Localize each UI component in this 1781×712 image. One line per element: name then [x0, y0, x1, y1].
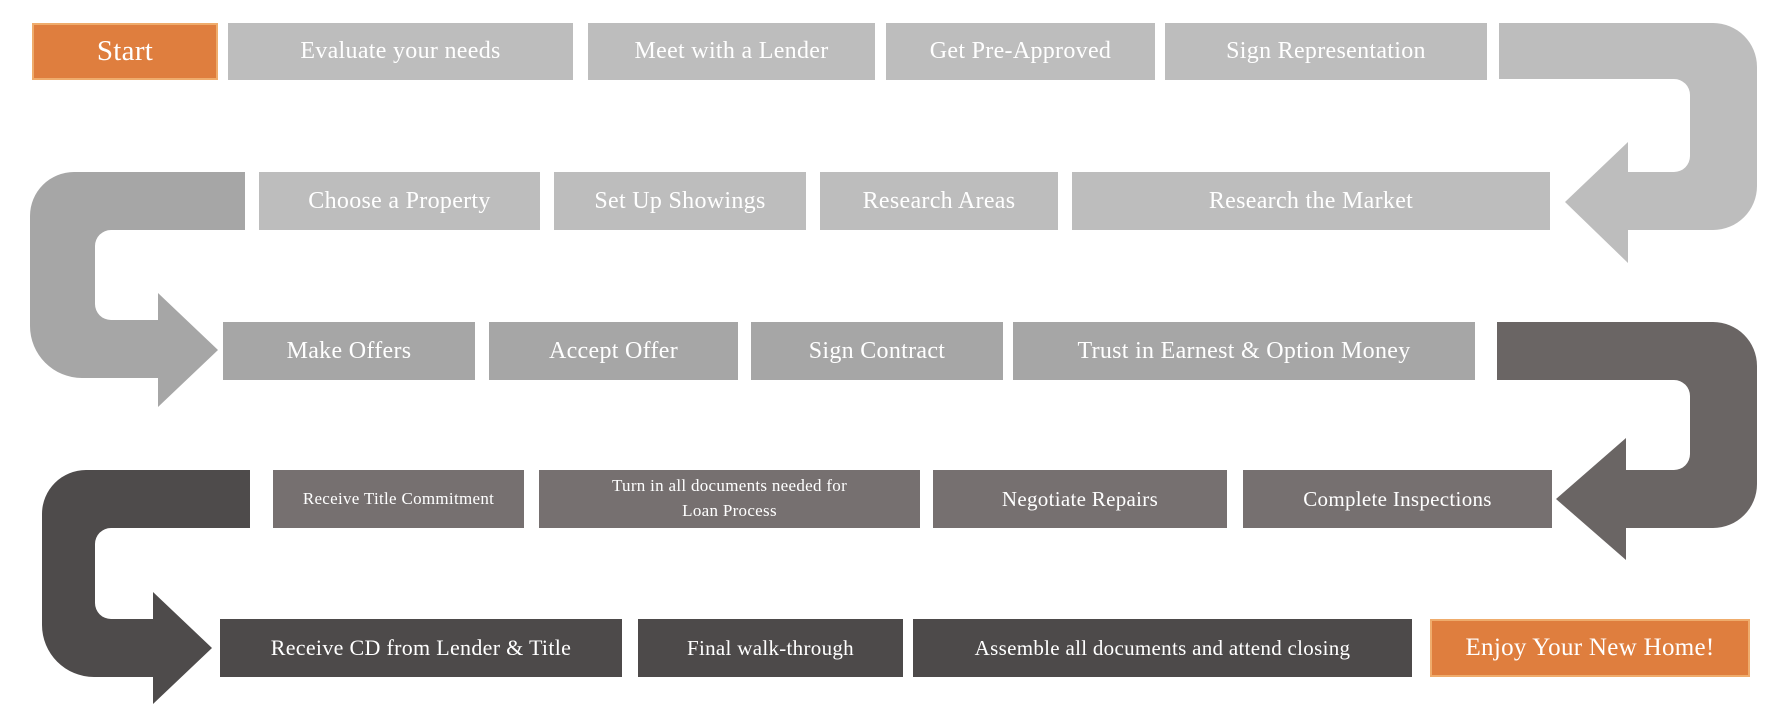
step-negotiate-repairs: Negotiate Repairs [933, 470, 1227, 528]
step-enjoy-your-new-home: Enjoy Your New Home! [1430, 619, 1750, 677]
arrow-row2-to-row3-icon [30, 172, 245, 407]
step-sign-representation: Sign Representation [1165, 23, 1487, 80]
arrow-row4-to-row5-icon [42, 470, 250, 704]
step-sign-contract: Sign Contract [751, 322, 1003, 380]
step-receive-title-commitment: Receive Title Commitment [273, 470, 524, 528]
arrow-row3-to-row4-icon [1497, 322, 1757, 560]
step-meet-with-a-lender: Meet with a Lender [588, 23, 875, 80]
arrow-row1-to-row2-icon [1499, 23, 1757, 263]
step-make-offers: Make Offers [223, 322, 475, 380]
step-research-the-market: Research the Market [1072, 172, 1550, 230]
step-turn-in-all-documents: Turn in all documents needed for Loan Pr… [539, 470, 920, 528]
step-final-walk-through: Final walk-through [638, 619, 903, 677]
step-assemble-documents-attend-closing: Assemble all documents and attend closin… [913, 619, 1412, 677]
step-evaluate-your-needs: Evaluate your needs [228, 23, 573, 80]
step-choose-a-property: Choose a Property [259, 172, 540, 230]
step-accept-offer: Accept Offer [489, 322, 738, 380]
step-start: Start [32, 23, 218, 80]
step-set-up-showings: Set Up Showings [554, 172, 806, 230]
step-trust-in-earnest-and-option-money: Trust in Earnest & Option Money [1013, 322, 1475, 380]
step-get-pre-approved: Get Pre-Approved [886, 23, 1155, 80]
step-receive-cd-from-lender-and-title: Receive CD from Lender & Title [220, 619, 622, 677]
step-research-areas: Research Areas [820, 172, 1058, 230]
step-complete-inspections: Complete Inspections [1243, 470, 1552, 528]
